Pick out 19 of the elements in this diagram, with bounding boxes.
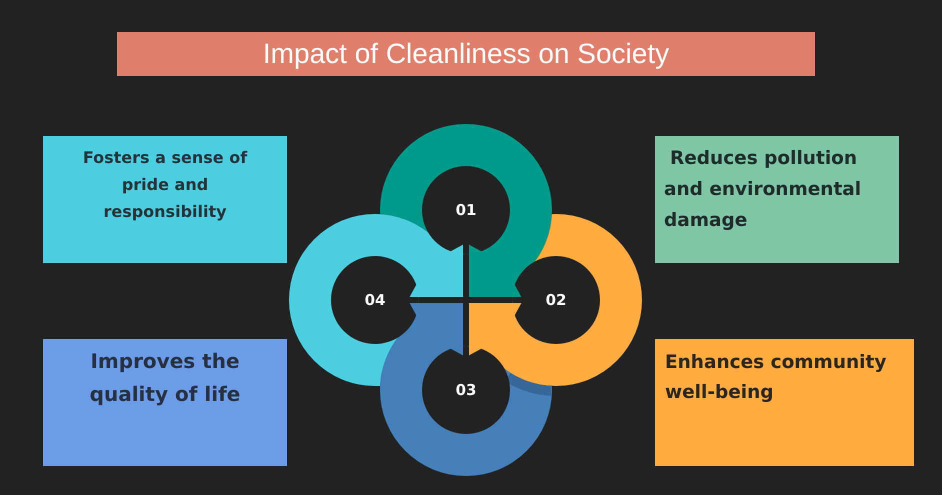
info-card bbox=[655, 339, 914, 466]
card-text: Enhances community well-being bbox=[665, 352, 886, 403]
card-text: Reduces pollution and environmental damage bbox=[664, 148, 862, 231]
step-number: 04 bbox=[364, 291, 386, 309]
step-circle bbox=[422, 166, 510, 254]
step-circle bbox=[512, 256, 600, 344]
step-number: 02 bbox=[546, 291, 566, 309]
info-card bbox=[655, 136, 899, 263]
connector-line bbox=[463, 254, 469, 346]
card-text: Improves the quality of life bbox=[90, 349, 240, 406]
step-number: 01 bbox=[456, 201, 476, 219]
card-text: Fosters a sense of pride and responsibility bbox=[82, 148, 248, 221]
step-number: 03 bbox=[456, 381, 476, 399]
info-card bbox=[43, 339, 287, 466]
step-circle bbox=[422, 346, 510, 434]
connector-line bbox=[419, 297, 512, 303]
title-text: Impact of Cleanliness on Society bbox=[262, 37, 670, 71]
step-circle bbox=[331, 256, 419, 344]
info-card bbox=[43, 136, 287, 263]
